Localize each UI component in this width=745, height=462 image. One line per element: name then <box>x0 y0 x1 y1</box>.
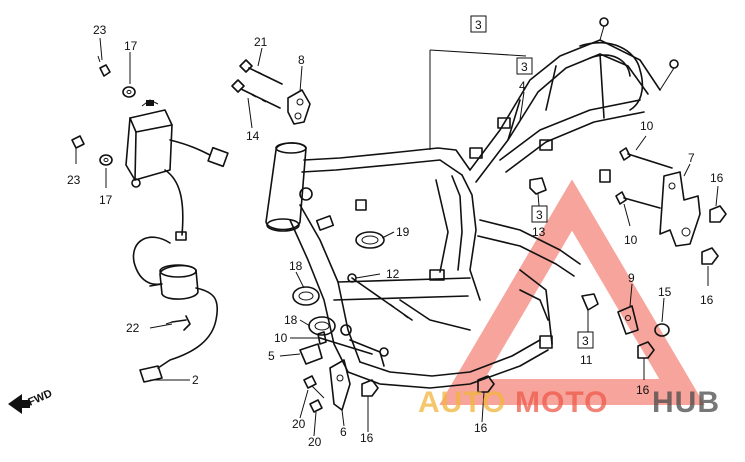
bracket-8 <box>287 89 311 125</box>
callout-19: 19 <box>396 225 410 239</box>
bolt-10-lower-right <box>615 191 661 209</box>
callout-16-bottom: 16 <box>474 421 488 435</box>
rubber-15 <box>654 323 670 337</box>
watermark-triangle-outer <box>439 179 705 405</box>
nut-16-bottom <box>477 375 495 393</box>
callout-22: 22 <box>126 321 140 335</box>
bolt-21 <box>239 59 283 85</box>
rubber-13 <box>529 177 547 195</box>
bolt-10-upper-right <box>619 147 673 169</box>
callout-12: 12 <box>386 267 400 281</box>
callout-3-top: 3 <box>470 15 487 33</box>
callout-17-top: 17 <box>124 39 138 53</box>
fwd-direction-indicator: FWD <box>8 388 54 414</box>
callout-3-center: 3 <box>531 205 548 223</box>
washer-17-top <box>122 86 136 98</box>
callout-3-subframe: 3 <box>516 57 533 75</box>
nut-16-right-lower <box>637 341 655 359</box>
svg-text:3: 3 <box>536 208 543 222</box>
callout-18-upper: 18 <box>289 259 303 273</box>
callout-23-top: 23 <box>93 23 107 37</box>
callout-14: 14 <box>246 129 260 143</box>
bolt-14 <box>231 79 281 109</box>
callout-16-right-lower: 16 <box>636 383 650 397</box>
bracket-7 <box>659 171 701 247</box>
callout-7: 7 <box>688 151 695 165</box>
leader-lines <box>75 37 719 437</box>
fwd-label: FWD <box>26 388 54 409</box>
svg-text:3: 3 <box>475 18 482 32</box>
callout-15: 15 <box>658 285 672 299</box>
watermark-moto: MOTO <box>515 386 608 419</box>
nut-16-right-upper <box>709 205 727 223</box>
callout-6: 6 <box>340 425 347 439</box>
nut-16-right-mid <box>701 247 719 265</box>
bracket-11 <box>581 293 599 311</box>
clamp-18-lower <box>308 316 336 336</box>
bracket-9 <box>617 305 639 335</box>
callout-labels: 23 17 23 17 21 14 8 3 3 4 10 7 16 10 3 1… <box>67 15 724 449</box>
watermark-wordmark: AUTO MOTO HUB <box>418 386 720 419</box>
bolt-20-lower <box>309 399 323 413</box>
callout-20-lower: 20 <box>308 435 322 449</box>
bolt-10-lower-left <box>317 331 373 355</box>
bolt-20-upper <box>303 375 325 399</box>
callout-10-left: 10 <box>274 331 288 345</box>
callout-10-lower-right: 10 <box>624 233 638 247</box>
bracket-5 <box>299 343 323 365</box>
bolt-23-top <box>97 55 111 77</box>
clamp-19 <box>355 231 385 249</box>
callout-8: 8 <box>298 53 305 67</box>
callout-16-right-upper: 16 <box>710 171 724 185</box>
bolt-22 <box>165 315 191 331</box>
svg-text:3: 3 <box>521 60 528 74</box>
svg-text:3: 3 <box>582 334 589 348</box>
callout-18-lower: 18 <box>284 313 298 327</box>
watermark-auto: AUTO <box>418 386 506 419</box>
fwd-arrow-icon <box>8 394 30 414</box>
callout-4: 4 <box>519 79 526 93</box>
ignition-coil <box>132 236 219 383</box>
callout-21: 21 <box>254 35 268 49</box>
callout-23-left: 23 <box>67 173 81 187</box>
callout-20-upper: 20 <box>292 417 306 431</box>
main-frame <box>265 17 679 389</box>
callout-3-lower-right: 3 <box>577 331 594 349</box>
clamp-18-upper <box>292 286 320 306</box>
washer-17-left <box>99 154 113 166</box>
callout-2: 2 <box>192 373 199 387</box>
callout-9: 9 <box>628 271 635 285</box>
callout-16-lower-center: 16 <box>360 431 374 445</box>
nut-16-lower-center <box>361 379 379 397</box>
callout-5: 5 <box>268 349 275 363</box>
callout-17-left: 17 <box>99 193 113 207</box>
bolt-23-left <box>71 135 85 158</box>
watermark-logo <box>439 179 705 405</box>
watermark-hub: HUB <box>652 386 720 419</box>
callout-13: 13 <box>532 225 546 239</box>
callout-10-upper-right: 10 <box>640 119 654 133</box>
cdi-unit <box>125 99 229 241</box>
bracket-6 <box>329 359 351 411</box>
callout-16-right-mid: 16 <box>700 293 714 307</box>
callout-11: 11 <box>580 353 593 367</box>
